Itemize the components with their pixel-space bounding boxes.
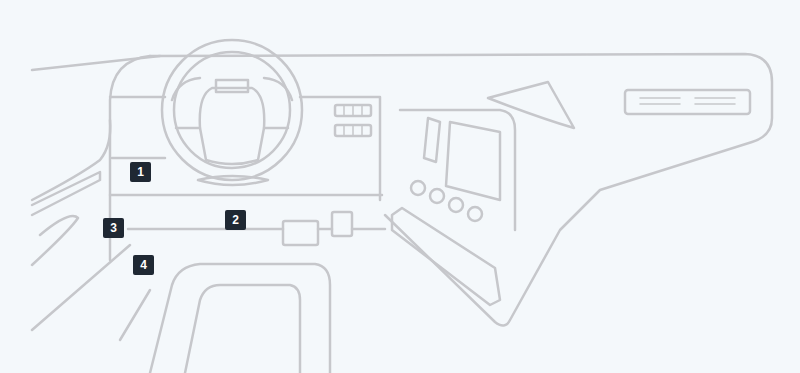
dash-line [112,157,165,160]
triangular-vent [488,82,574,128]
vent-slats [640,98,735,104]
column-cover [198,176,268,185]
seat-cushion [185,285,300,373]
callout-number: 2 [225,210,246,230]
vent-slats [344,105,362,136]
knob [468,207,482,221]
knob [430,189,444,203]
wheel-hub [200,88,265,128]
floor-line [32,245,130,330]
dash-line [110,194,382,197]
glovebox-vent [625,90,750,114]
side-switch [424,118,440,162]
knob [411,181,425,195]
dash-line [128,228,385,231]
dash-line [110,96,165,99]
pedal-box [332,212,352,236]
gauge-arc [172,78,292,100]
knob [449,198,463,212]
screen [446,122,500,200]
wheel-spoke [176,128,288,164]
steering-wheel [162,40,302,180]
door-handle [32,172,100,215]
center-stack [400,110,515,230]
door-line [32,120,110,200]
door-panel [32,216,78,265]
callout-number: 4 [133,255,154,275]
callout-number: 1 [130,162,151,182]
steering-wheel-inner [174,52,290,168]
seat-edge [120,290,150,340]
seat [150,264,330,373]
callout-number: 3 [103,218,124,238]
dash-line [300,97,380,200]
storage-bin [392,208,500,305]
pedal-box [283,221,318,245]
horn-pad [216,80,248,92]
